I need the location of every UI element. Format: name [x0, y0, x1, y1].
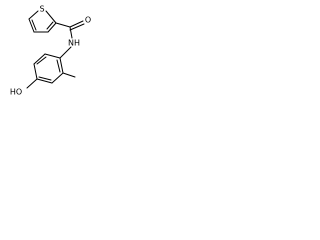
atom-sulfur: S — [39, 5, 44, 14]
bond-hydroxyl — [26, 78, 38, 89]
amide-group — [55, 20, 85, 59]
bond-carbonyl-n — [69, 26, 73, 39]
bond-a1-a2-double — [56, 59, 61, 73]
atom-amide-nitrogen: NH — [68, 39, 80, 48]
bond-c4-c3 — [28, 18, 35, 33]
bond-s-c4 — [28, 10, 39, 20]
bond-a2-a3 — [51, 72, 64, 84]
bond-methyl — [62, 72, 76, 78]
bond-c2-c1 — [47, 22, 57, 33]
thiophene-ring — [28, 10, 57, 33]
bond-c1-carbonyl — [55, 22, 71, 28]
bond-a4-a5 — [33, 63, 38, 80]
bond-c2-c1-double — [46, 21, 54, 30]
bond-carbonyl-o-double — [69, 23, 85, 31]
atom-carbonyl-oxygen: O — [85, 16, 91, 25]
bond-c4-c3-double — [31, 19, 37, 31]
bond-a3-a4-double — [38, 76, 52, 81]
bond-carbonyl-o — [69, 20, 84, 28]
bond-a5-a6 — [33, 53, 46, 65]
bond-a1-a2 — [59, 57, 64, 74]
molecule-structure: S O NH HO — [10, 5, 91, 97]
bond-n-aryl — [59, 46, 72, 59]
benzene-ring — [33, 53, 64, 84]
bond-a6-a1 — [44, 53, 61, 59]
atom-hydroxyl: HO — [10, 88, 22, 97]
bond-a3-a4 — [36, 78, 53, 84]
bond-s-c1 — [45, 10, 57, 24]
bond-a5-a6-double — [36, 56, 47, 65]
